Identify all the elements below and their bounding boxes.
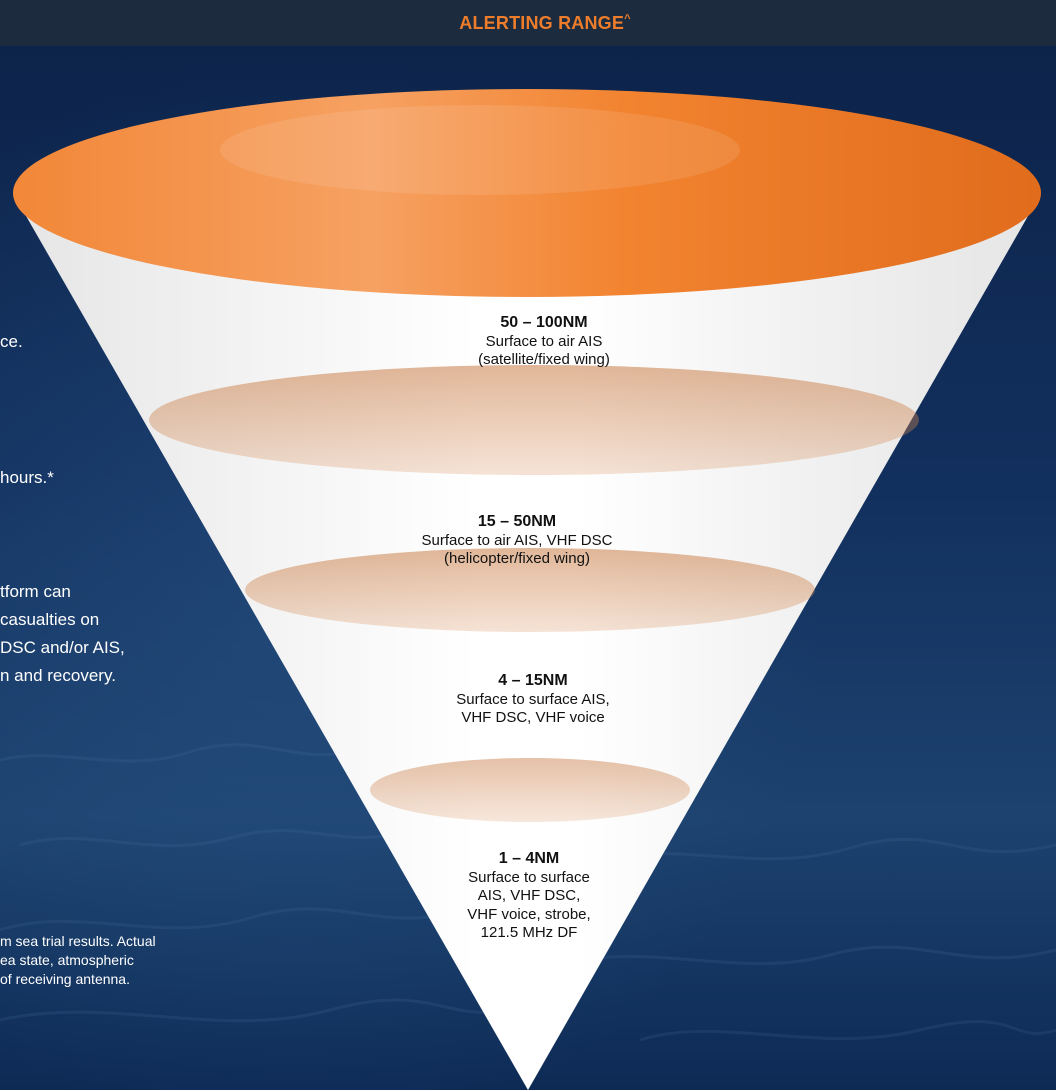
- cone-ring-4nm: [370, 758, 690, 822]
- zone-range: 50 – 100NM: [500, 314, 588, 331]
- zone-range: 15 – 50NM: [477, 513, 557, 530]
- zone-description-line: Surface to air AIS, VHF DSC: [421, 531, 613, 549]
- footnote-line: m sea trial results. Actual: [0, 933, 156, 949]
- side-paragraph-line: n and recovery.: [0, 666, 116, 685]
- zone-description-line: (satellite/fixed wing): [478, 351, 610, 368]
- header-bar: ALERTING RANGE^: [0, 0, 1056, 46]
- zone-label-4-15nm: 4 – 15NM Surface to surface AIS, VHF DSC…: [456, 672, 609, 728]
- footnote-line: of receiving antenna.: [0, 971, 130, 987]
- side-text-fragment: ce.: [0, 332, 23, 351]
- side-paragraph-line: casualties on: [0, 610, 100, 629]
- cone-ring-15nm: [245, 548, 815, 632]
- zone-description-line: 121.5 MHz DF: [480, 924, 578, 941]
- side-paragraph-line: tform can: [0, 582, 71, 601]
- cone-top-ellipse: [13, 89, 1041, 297]
- zone-description-line: Surface to surface AIS,: [456, 690, 610, 708]
- side-text-fragment: hours.*: [0, 468, 54, 487]
- side-paragraph-line: DSC and/or AIS,: [0, 638, 125, 657]
- zone-description-line: Surface to air AIS: [485, 332, 603, 350]
- zone-range: 1 – 4NM: [498, 850, 560, 867]
- zone-label-50-100nm: 50 – 100NM Surface to air AIS (satellite…: [478, 314, 610, 370]
- cone-ring-50nm: [149, 365, 919, 475]
- page-title: ALERTING RANGE^: [459, 12, 631, 33]
- zone-range: 4 – 15NM: [498, 672, 568, 689]
- zone-label-15-50nm: 15 – 50NM Surface to air AIS, VHF DSC (h…: [422, 513, 613, 569]
- zone-description-line: AIS, VHF DSC,: [477, 887, 581, 904]
- zone-description-line: Surface to surface: [468, 868, 590, 886]
- cone-top-highlight: [220, 105, 740, 195]
- zone-description-line: (helicopter/fixed wing): [444, 550, 590, 567]
- zone-description-line: VHF DSC, VHF voice: [461, 709, 605, 726]
- zone-description-line: VHF voice, strobe,: [467, 905, 591, 923]
- footnote-line: ea state, atmospheric: [0, 952, 134, 968]
- zone-label-1-4nm: 1 – 4NM Surface to surface AIS, VHF DSC,…: [467, 850, 590, 943]
